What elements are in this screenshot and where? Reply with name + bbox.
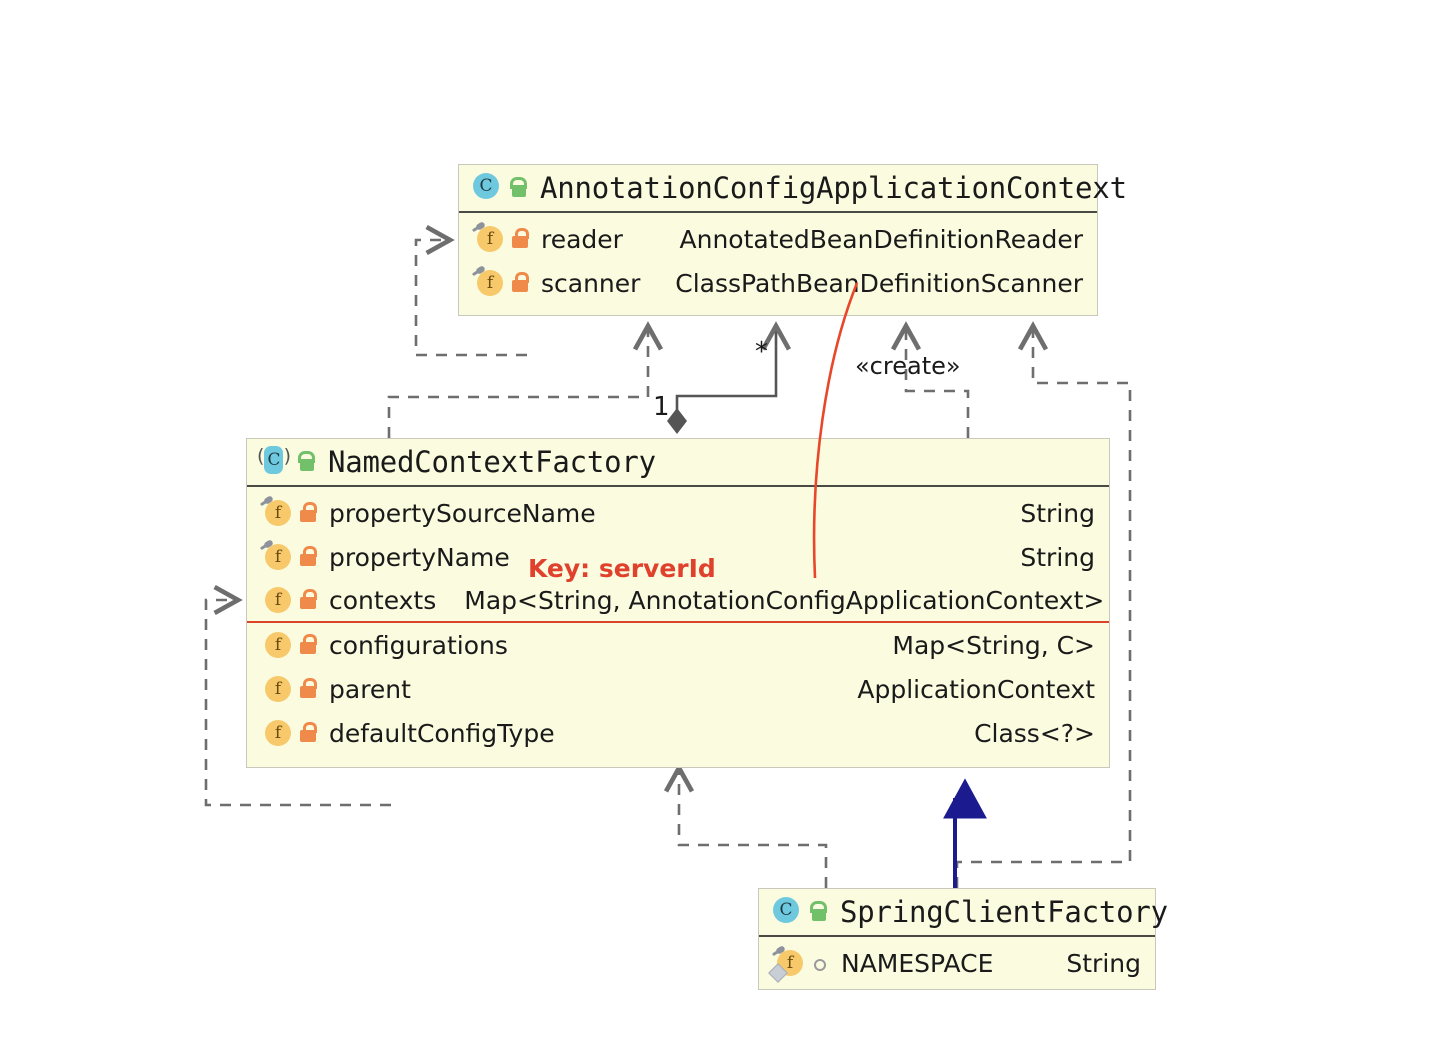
edge-scf-to-ncf-dependency [663,763,828,888]
field-name: defaultConfigType [329,718,555,748]
class-c-icon: C [471,173,501,203]
field-type: String [1020,542,1095,572]
lock-orange-icon [299,677,317,701]
field-row[interactable]: f contexts Map<String, AnnotationConfigA… [247,579,1109,623]
unlock-green-icon [508,176,528,200]
composition-diamond [667,408,687,434]
edge-label-multiplicity-one: 1 [653,392,670,422]
abstract-class-c-icon: ( C) [257,445,291,477]
field-type: String [1020,498,1095,528]
class-c-icon: C [771,897,801,927]
lock-orange-icon [299,501,317,525]
field-name: contexts [329,585,437,615]
field-name: configurations [329,630,508,660]
edge-scf-creates-acac [890,321,970,438]
class-fields: f NAMESPACE String [759,937,1155,991]
field-f-icon: f [259,716,293,750]
field-f-icon: f [259,583,293,617]
field-type: Map<String, AnnotationConfigApplicationC… [464,585,1105,615]
field-type: Class<?> [974,718,1095,748]
class-name: SpringClientFactory [840,895,1168,929]
field-type: ApplicationContext [857,674,1095,704]
field-f-pin-icon: f [259,539,293,574]
lock-orange-icon [299,545,317,569]
dot-gray-icon [811,951,829,975]
edge-label-multiplicity-many: * [755,337,768,367]
field-type: ClassPathBeanDefinitionScanner [675,268,1083,298]
unlock-green-icon [808,900,828,924]
field-row[interactable]: f NAMESPACE String [759,941,1155,985]
class-box-spring-client-factory[interactable]: C SpringClientFactory f NAMESPACE String [758,888,1168,991]
lock-orange-icon [299,721,317,745]
field-row[interactable]: f propertySourceName String [247,491,1109,535]
field-type: Map<String, C> [892,630,1095,660]
field-f-pin-icon: f [259,495,293,530]
field-name: propertySourceName [329,498,596,528]
annotation-key-serverid: Key: serverId [528,554,716,583]
field-name: NAMESPACE [841,948,994,978]
edge-label-create: «create» [855,352,961,380]
class-header: C SpringClientFactory [759,889,1168,937]
field-name: scanner [541,268,641,298]
class-box-named-context-factory[interactable]: ( C) NamedContextFactory f propertySourc… [246,438,1110,768]
field-f-icon: f [259,672,293,706]
field-type: AnnotatedBeanDefinitionReader [679,224,1084,254]
lock-orange-icon [299,588,317,612]
field-name: reader [541,224,623,254]
field-row[interactable]: f reader AnnotatedBeanDefinitionReader [459,217,1097,261]
lock-orange-icon [299,633,317,657]
field-f-pin-icon: f [471,265,505,300]
field-f-pin-diamond-icon: f [768,945,805,983]
field-row[interactable]: f parent ApplicationContext [247,667,1109,711]
class-box-annotation-config-application-context[interactable]: C AnnotationConfigApplicationContext f r… [458,164,1127,316]
lock-orange-icon [511,271,529,295]
field-f-pin-icon: f [471,221,505,256]
field-f-icon: f [259,628,293,662]
class-fields: f propertySourceName String f propertyNa… [247,487,1109,761]
class-fields: f reader AnnotatedBeanDefinitionReader f… [459,213,1097,311]
field-name: propertyName [329,542,510,572]
edge-ncf-to-acac-dependency [387,321,664,438]
field-row[interactable]: f scanner ClassPathBeanDefinitionScanner [459,261,1097,305]
field-row[interactable]: f configurations Map<String, C> [247,623,1109,667]
edge-scf-extends-ncf [943,778,987,888]
class-name: AnnotationConfigApplicationContext [540,171,1127,205]
field-row[interactable]: f defaultConfigType Class<?> [247,711,1109,755]
field-type: String [1066,948,1141,978]
field-name: parent [329,674,411,704]
class-name: NamedContextFactory [328,445,656,479]
lock-orange-icon [511,227,529,251]
unlock-green-icon [296,450,316,474]
class-header: ( C) NamedContextFactory [247,439,1109,487]
class-header: C AnnotationConfigApplicationContext [459,165,1127,213]
